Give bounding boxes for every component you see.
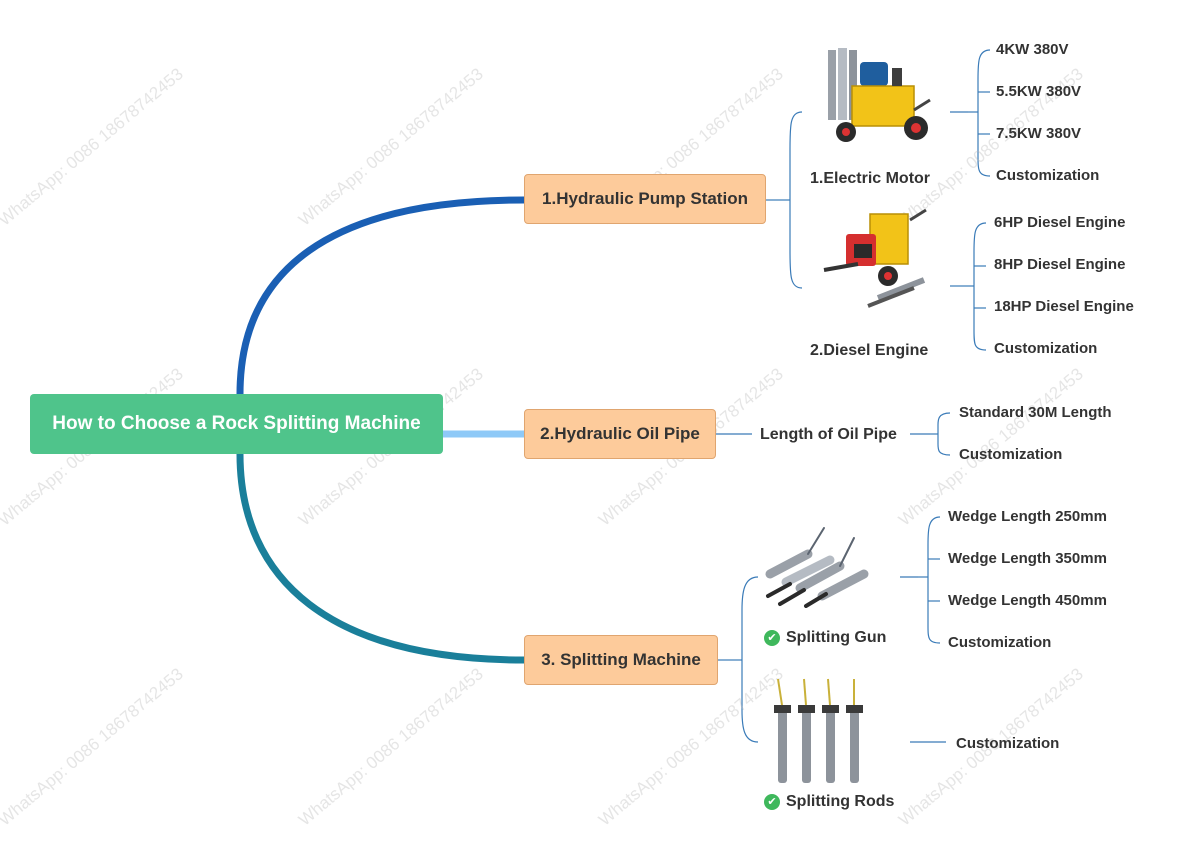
subgroup-label: Splitting Rods [786, 793, 895, 810]
check-icon: ✔ [764, 630, 780, 646]
option-customization: Customization [956, 735, 1060, 752]
electric-pump-station-image [828, 48, 931, 142]
option-customization: Customization [996, 167, 1100, 184]
option-18hp: 18HP Diesel Engine [994, 298, 1134, 315]
root-title: How to Choose a Rock Splitting Machine [52, 413, 421, 434]
option-wedge-250: Wedge Length 250mm [948, 508, 1107, 525]
branch-hydraulic-pump-station[interactable]: 1.Hydraulic Pump Station [524, 174, 766, 224]
subgroup-electric-motor: 1.Electric Motor [810, 170, 931, 187]
option-5-5kw: 5.5KW 380V [996, 83, 1082, 100]
option-6hp: 6HP Diesel Engine [994, 214, 1126, 231]
option-8hp: 8HP Diesel Engine [994, 256, 1126, 273]
branch-hydraulic-oil-pipe[interactable]: 2.Hydraulic Oil Pipe [524, 409, 716, 459]
branch-label: 1.Hydraulic Pump Station [542, 189, 748, 208]
subgroup-label: Splitting Gun [786, 629, 887, 646]
option-customization: Customization [994, 340, 1098, 357]
subgroup-splitting-gun: ✔ Splitting Gun [764, 629, 886, 647]
branch-curve-pump [236, 196, 528, 398]
option-7-5kw: 7.5KW 380V [996, 125, 1082, 142]
splitting-gun-image [765, 527, 869, 608]
subgroup-oil-pipe-length: Length of Oil Pipe [760, 426, 897, 443]
splitting-rods-image [774, 678, 863, 783]
option-customization: Customization [959, 446, 1063, 463]
branch-splitting-machine[interactable]: 3. Splitting Machine [524, 635, 718, 685]
subgroup-diesel-engine: 2.Diesel Engine [810, 342, 929, 359]
branch-curve-machine [236, 450, 528, 664]
subgroup-splitting-rods: ✔ Splitting Rods [764, 793, 894, 811]
option-customization: Customization [948, 634, 1052, 651]
option-standard-30m: Standard 30M Length [959, 404, 1112, 421]
option-4kw: 4KW 380V [996, 41, 1069, 58]
branch-label: 3. Splitting Machine [541, 650, 701, 669]
option-wedge-450: Wedge Length 450mm [948, 592, 1107, 609]
option-wedge-350: Wedge Length 350mm [948, 550, 1107, 567]
diesel-pump-station-image [823, 208, 927, 308]
branch-label: 2.Hydraulic Oil Pipe [540, 424, 700, 443]
check-icon: ✔ [764, 794, 780, 810]
root-node: How to Choose a Rock Splitting Machine [30, 394, 443, 454]
